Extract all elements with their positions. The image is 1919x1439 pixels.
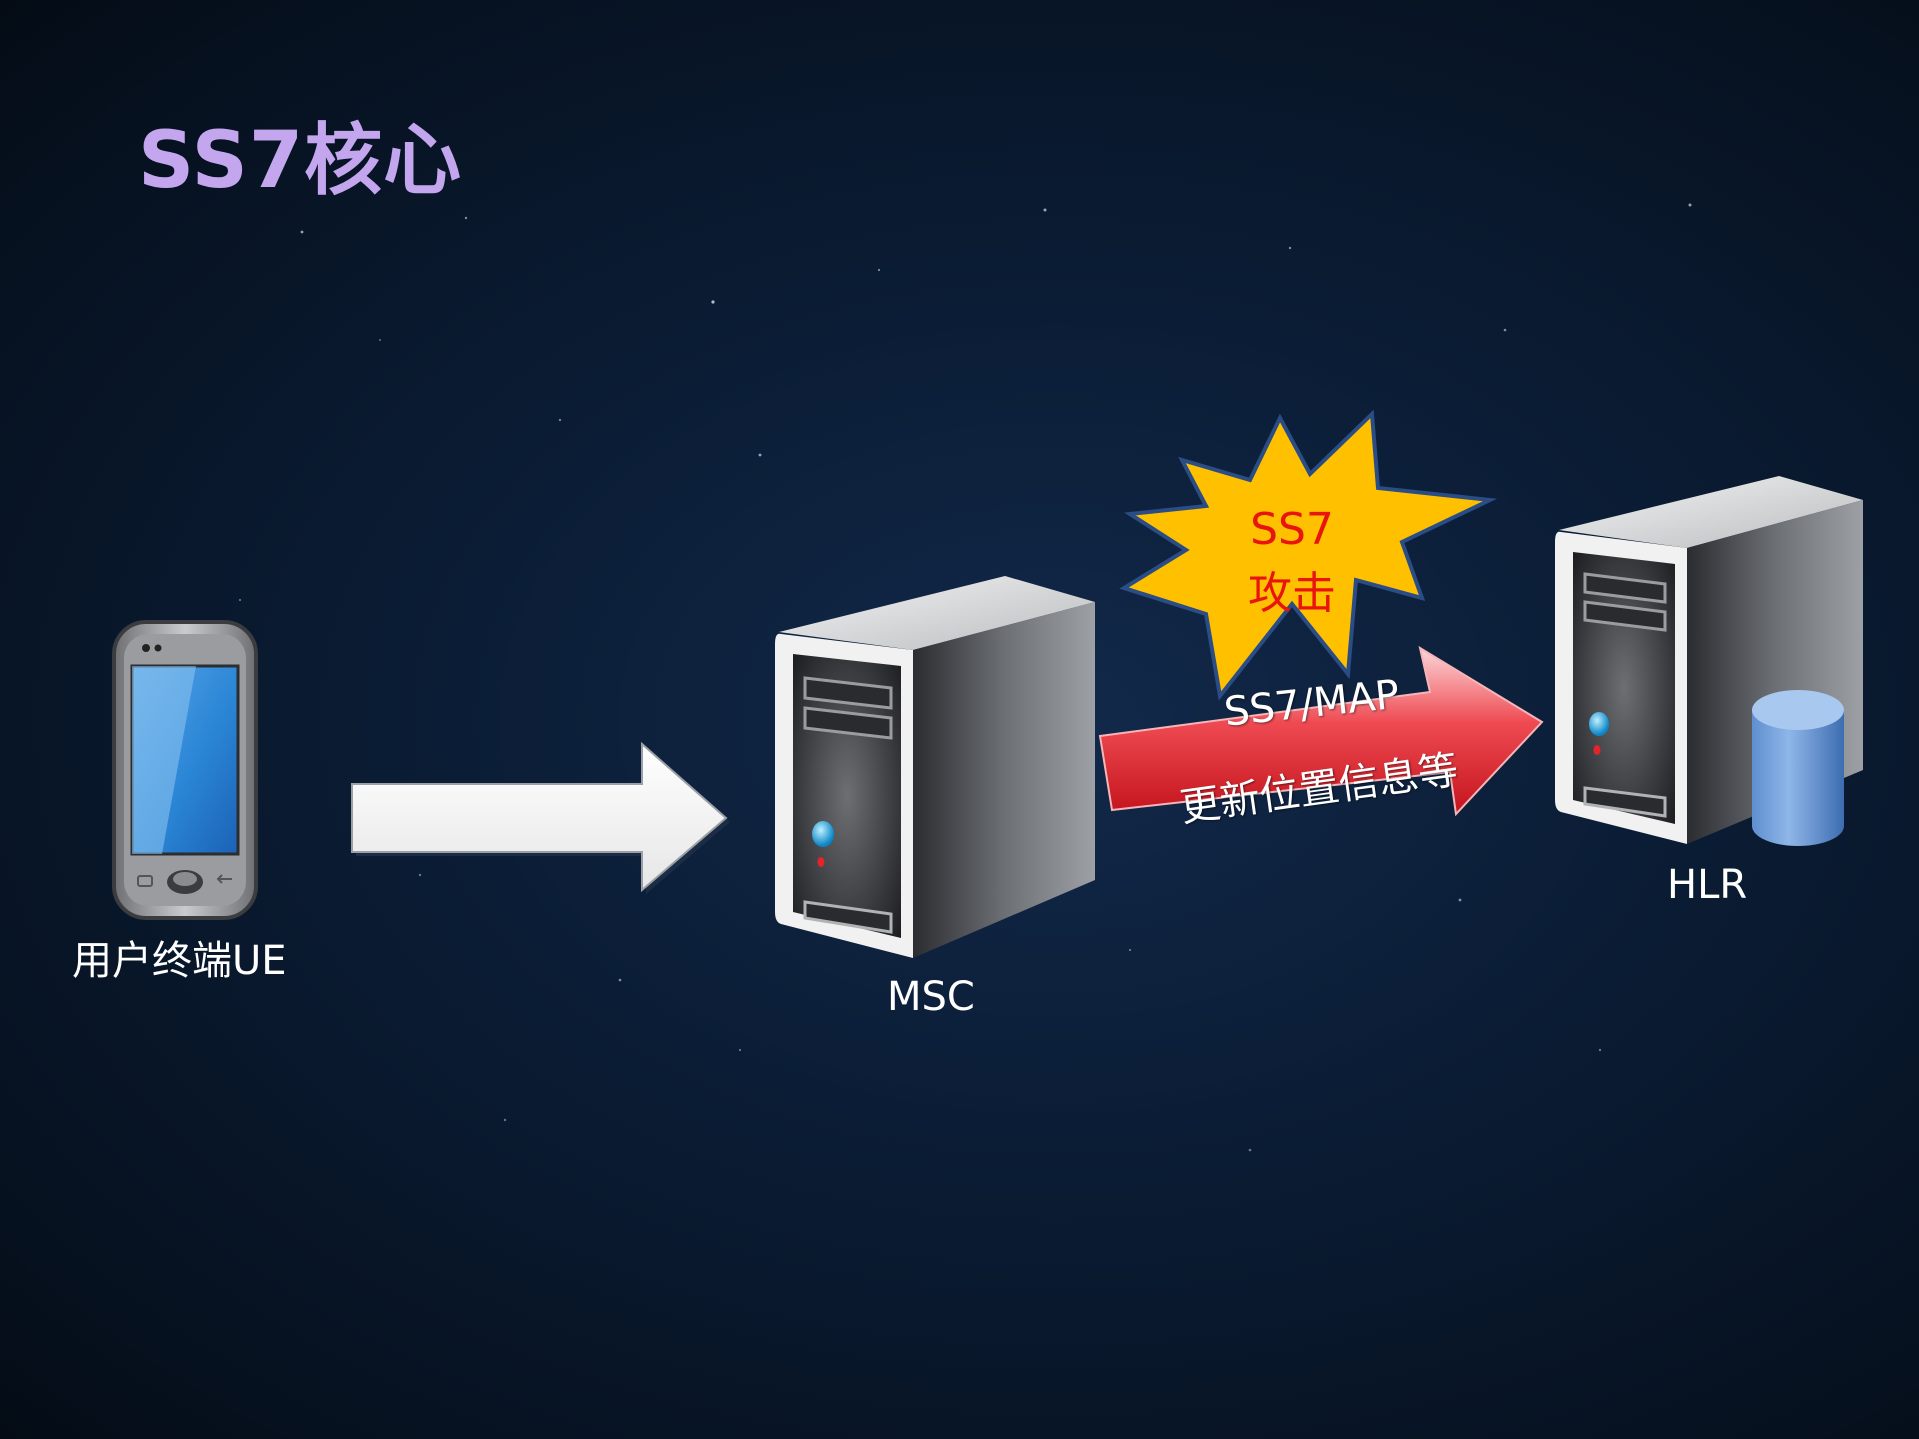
attack-burst-icon [1119,409,1498,701]
msc-server-icon [775,576,1095,958]
attack-label-line1: SS7 [1250,504,1334,555]
ue-to-msc-arrow [351,741,730,894]
database-icon [1752,690,1844,846]
ue-label: 用户终端UE [72,938,287,984]
attack-label-line2: 攻击 [1248,568,1336,619]
slide-title: SS7核心 [138,116,463,206]
msc-to-hlr-arrow [1098,645,1544,817]
msc-label: MSC [887,974,975,1020]
mobile-phone-icon [112,620,258,920]
attack-label: SS7 攻击 [1192,498,1392,626]
hlr-label: HLR [1667,862,1748,908]
